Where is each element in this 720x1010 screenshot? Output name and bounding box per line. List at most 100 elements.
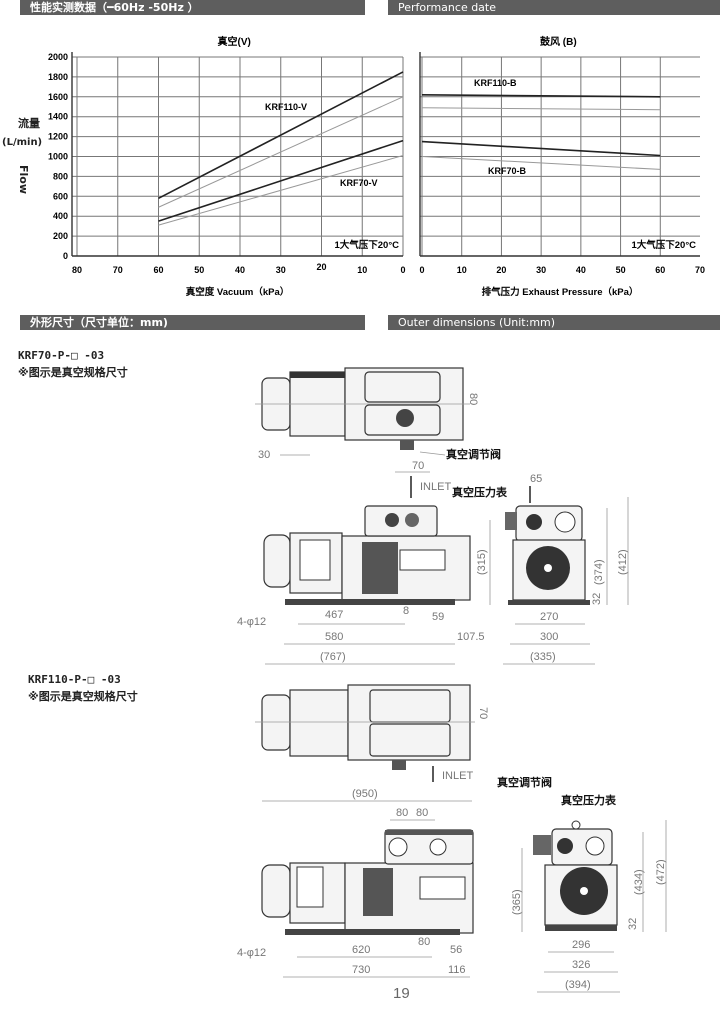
model2-dim-394: (394) <box>565 979 591 991</box>
y-axis-label-cn: 流量 <box>18 117 40 130</box>
chart2-series-line <box>421 94 661 98</box>
chart1-xtick-label: 40 <box>235 265 245 275</box>
model2-dim-80c: 80 <box>418 936 430 948</box>
model2-dim-730: 730 <box>352 964 370 976</box>
chart1-ytick-label: 800 <box>53 171 68 181</box>
model1-holes: 4-φ12 <box>237 616 266 628</box>
model2-dim-472: (472) <box>655 859 667 885</box>
model1-dim-767: (767) <box>320 651 346 663</box>
model1-dim-80: 80 <box>467 393 479 405</box>
chart1-ytick-label: 0 <box>63 251 68 261</box>
chart2-xtick-label: 60 <box>655 265 665 275</box>
model2-dim-620: 620 <box>352 944 370 956</box>
chart1-series-label: KRF70-V <box>340 178 378 188</box>
chart2-series-line <box>421 107 661 111</box>
chart2-xtick-label: 10 <box>457 265 467 275</box>
model1-dim-30: 30 <box>258 449 270 461</box>
chart1-xtick-label: 0 <box>400 265 405 275</box>
model1-dim-374: (374) <box>593 559 605 585</box>
chart1-ytick-label: 600 <box>53 191 68 201</box>
chart2-x-axis-label: 排气压力 Exhaust Pressure（kPa） <box>482 286 639 298</box>
chart1-xtick-label: 10 <box>357 265 367 275</box>
chart1-ytick-label: 1600 <box>48 92 68 102</box>
chart1-xtick-label: 50 <box>194 265 204 275</box>
model1-dim-412: (412) <box>617 549 629 575</box>
model2-dim-80a: 80 <box>396 807 408 819</box>
chart2-xtick-label: 50 <box>616 265 626 275</box>
chart1-xtick-label: 60 <box>153 265 163 275</box>
chart1-series-line <box>158 155 404 226</box>
chart2-xtick-label: 0 <box>419 265 424 275</box>
model1-dim-65: 65 <box>530 473 542 485</box>
performance-header-en: Performance date <box>388 0 720 15</box>
model2-dim-434: (434) <box>633 869 645 895</box>
chart1-ytick-label: 400 <box>53 211 68 221</box>
model2-valve-label: 真空调节阀 <box>497 775 552 789</box>
model2-name: KRF110-P-□ -03 <box>28 673 121 686</box>
chart2-xtick-label: 20 <box>496 265 506 275</box>
model2-dim-32: 32 <box>627 918 639 930</box>
model1-note: ※图示是真空规格尺寸 <box>18 366 128 379</box>
chart2-note: 1大气压下20°C <box>631 239 696 251</box>
chart1-note: 1大气压下20°C <box>334 239 399 251</box>
model2-dim-950: (950) <box>352 788 378 800</box>
performance-charts: 真空(V) 0 200 400 600 800 10 0 0 1200 1400 1600 1800 20… <box>48 35 705 298</box>
performance-header-cn: 性能实测数据（━60Hz -50Hz ） <box>20 0 365 15</box>
chart2-series-label: KRF110-B <box>474 78 517 88</box>
chart1-ytick-label: 1400 <box>48 112 68 122</box>
model1-gauge-label: 真空压力表 <box>452 485 508 499</box>
chart2-series-line <box>421 140 661 157</box>
chart2-title: 鼓风 (B) <box>540 35 577 48</box>
model1-dim-8: 8 <box>403 605 409 617</box>
model1-dim-59: 59 <box>432 611 444 623</box>
model2-dim-56: 56 <box>450 944 462 956</box>
model1-dim-335: (335) <box>530 651 556 663</box>
chart1-ytick-label: 1800 <box>48 72 68 82</box>
model1-top-view <box>255 367 470 456</box>
chart2-xtick-label: 70 <box>695 265 705 275</box>
dimensions-header-en: Outer dimensions (Unit:mm) <box>388 315 720 330</box>
model1-dim-70: 70 <box>412 460 424 472</box>
model2-note: ※图示是真空规格尺寸 <box>28 690 138 703</box>
chart1-xtick-label: 30 <box>276 265 286 275</box>
chart1-series-line <box>158 71 404 200</box>
chart1-series-line <box>158 139 404 222</box>
chart1-series-label: KRF110-V <box>265 102 307 112</box>
model2-dim-116: 116 <box>448 964 466 976</box>
page-number: 19 <box>393 985 410 1002</box>
chart2-xtick-label: 30 <box>536 265 546 275</box>
model2-dim-296: 296 <box>572 939 590 951</box>
model2-inlet-label: INLET <box>442 770 473 782</box>
model1-dim-107: 107.5 <box>457 631 485 643</box>
model1-name: KRF70-P-□ -03 <box>18 349 105 362</box>
model1-valve-label: 真空调节阀 <box>446 447 501 461</box>
chart1-x-axis-label: 真空度 Vacuum（kPa） <box>186 286 289 298</box>
model2-top-view <box>255 684 475 770</box>
chart2-series-line <box>421 156 661 170</box>
model1-dim-270: 270 <box>540 611 558 623</box>
dimensions-header-cn: 外形尺寸（尺寸单位：mm) <box>20 315 365 330</box>
model1-side-view <box>263 505 471 605</box>
model2-gauge-label: 真空压力表 <box>561 793 617 807</box>
chart1-title: 真空(V) <box>218 35 251 48</box>
model1-dim-300: 300 <box>540 631 558 643</box>
model2-dim-80b: 80 <box>416 807 428 819</box>
model2-dim-70: 70 <box>477 707 489 719</box>
model2-end-view <box>533 820 618 931</box>
model1-dim-467: 467 <box>325 609 343 621</box>
chart1-ytick-label: 1200 <box>48 132 68 142</box>
chart1-ytick-label: 200 <box>53 231 68 241</box>
chart2-xtick-label: 40 <box>576 265 586 275</box>
model2-dim-326: 326 <box>572 959 590 971</box>
model2-side-view <box>261 829 474 935</box>
y-axis-unit: (L/min) <box>2 137 43 148</box>
model1-dim-32: 32 <box>591 593 603 605</box>
model1-end-view <box>505 505 590 605</box>
chart2-series-label: KRF70-B <box>488 166 527 176</box>
chart1-series-line <box>158 96 404 208</box>
model1-dim-315: (315) <box>476 549 488 575</box>
chart1-xtick-label: 20 <box>316 262 326 272</box>
model2-dim-365: (365) <box>511 889 523 915</box>
model2-holes: 4-φ12 <box>237 947 266 959</box>
